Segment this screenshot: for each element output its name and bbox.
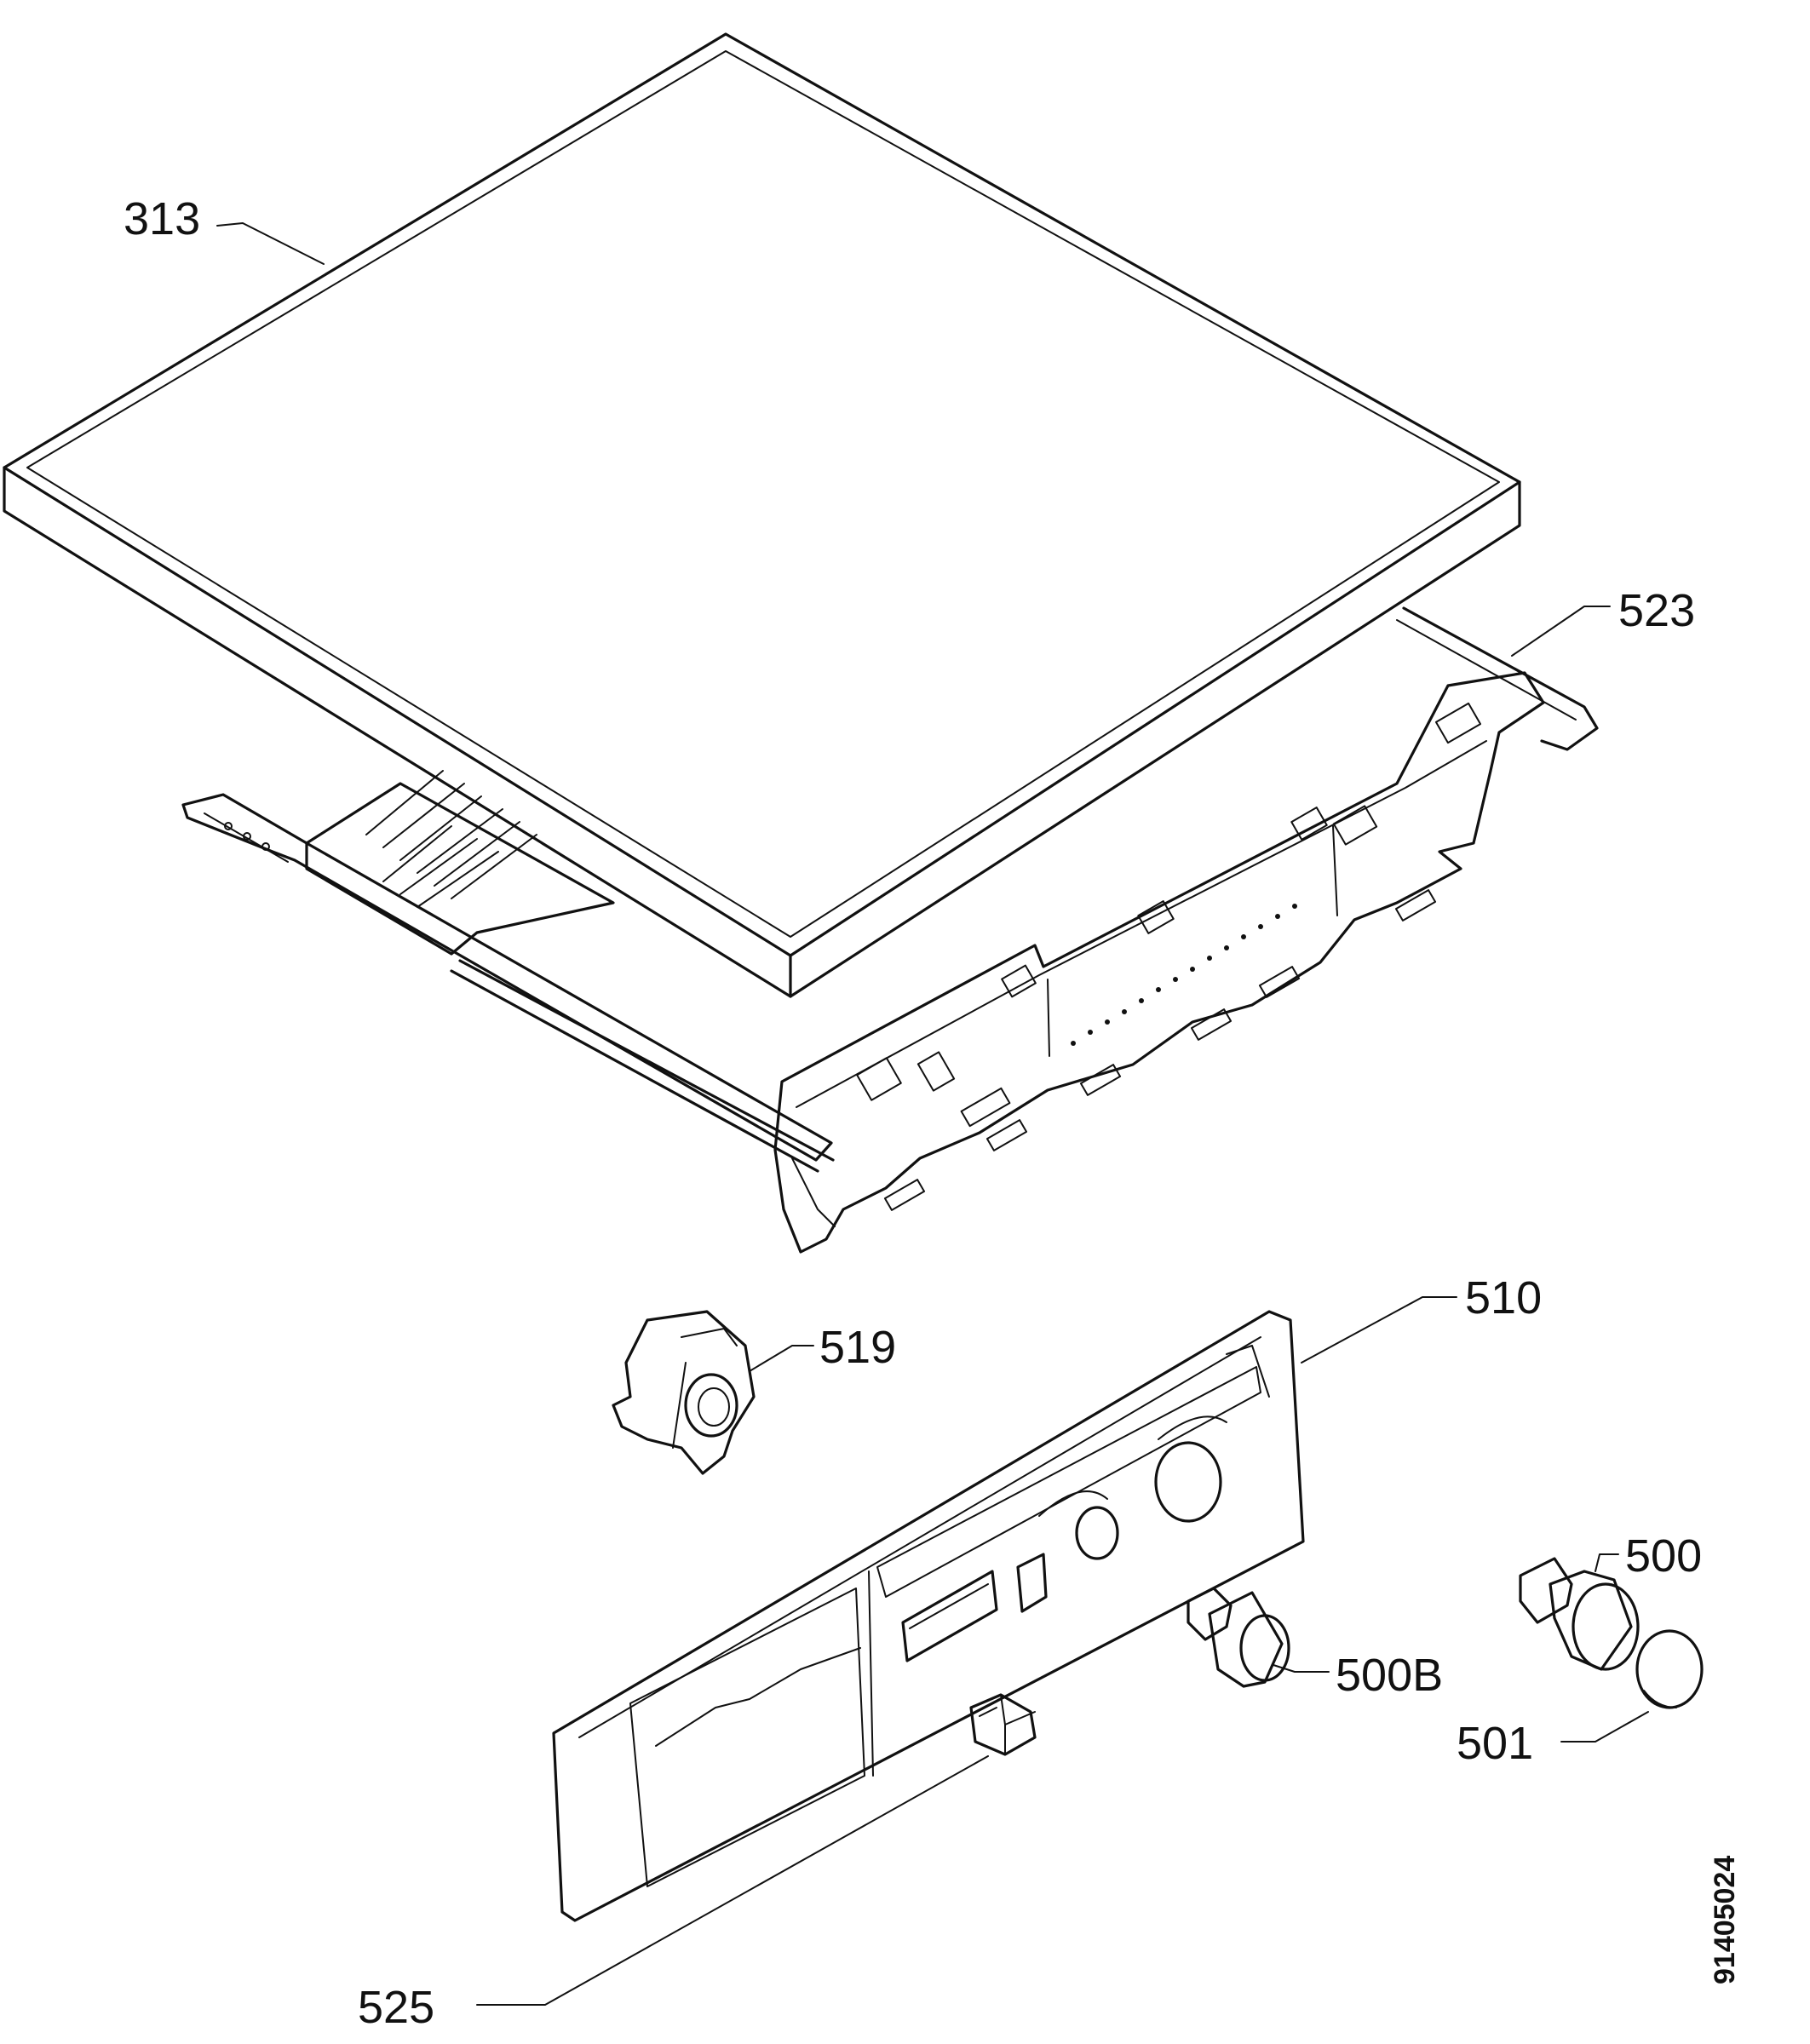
label-313: 313 <box>124 193 200 244</box>
part-holder <box>612 1310 756 1475</box>
part-panel <box>552 1310 1305 1922</box>
label-500B: 500B <box>1336 1650 1443 1701</box>
label-523: 523 <box>1618 585 1695 636</box>
label-510: 510 <box>1465 1272 1542 1323</box>
part-cap <box>1635 1629 1704 1709</box>
part-switch <box>969 1693 1037 1756</box>
leader-lines <box>216 222 1649 2006</box>
part-frame <box>181 606 1599 1254</box>
drawing-number: 91405024 <box>1709 1856 1741 1984</box>
part-knob-small <box>1187 1587 1290 1688</box>
part-lid <box>3 32 1521 998</box>
label-500: 500 <box>1625 1530 1702 1582</box>
label-525: 525 <box>358 1982 434 2033</box>
part-knob-large <box>1519 1557 1640 1671</box>
label-519: 519 <box>819 1322 896 1373</box>
label-501: 501 <box>1457 1718 1533 1769</box>
